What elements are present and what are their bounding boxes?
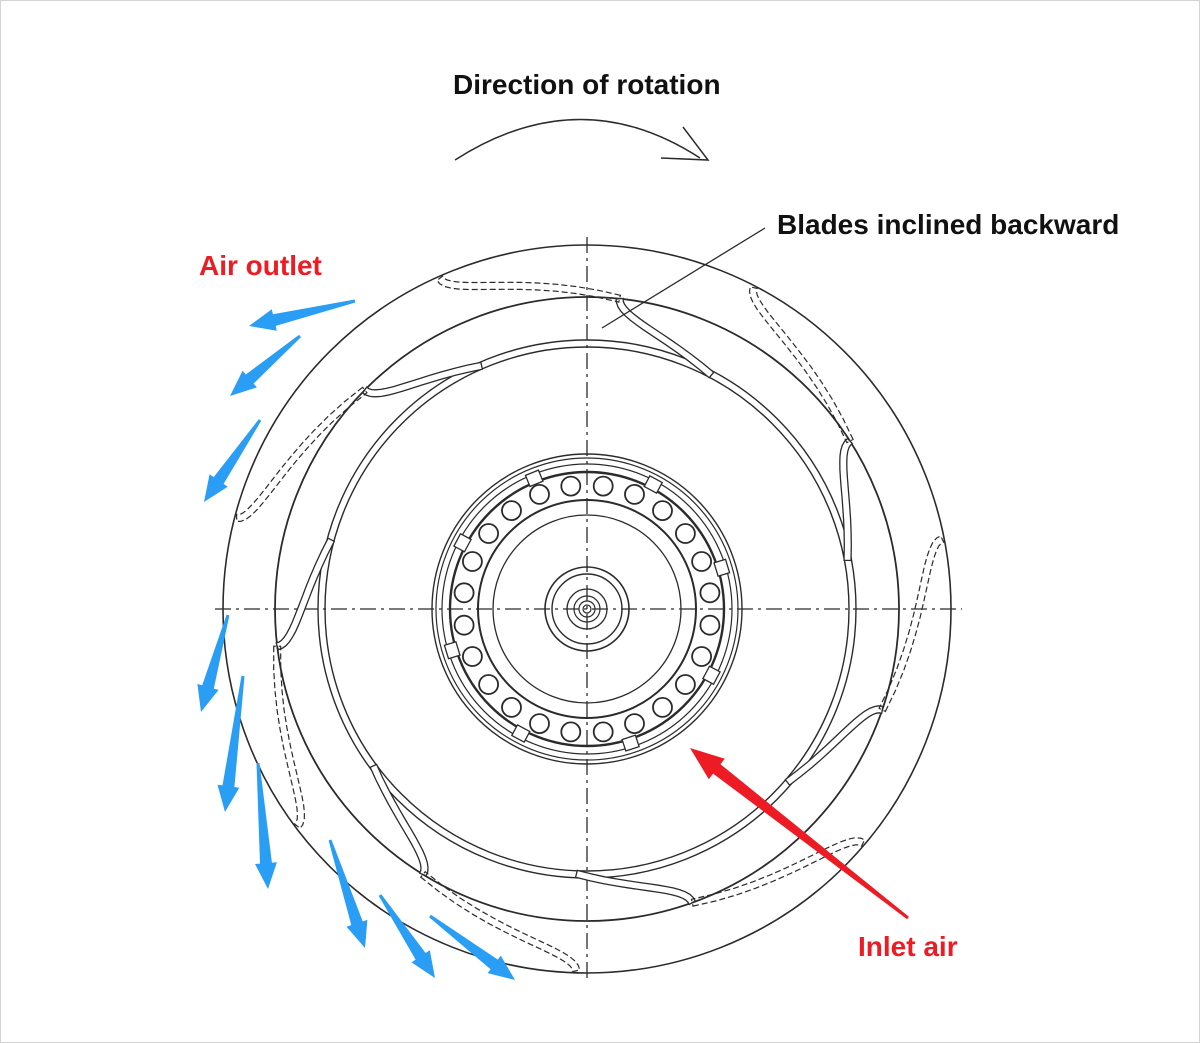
shaft-ring [578, 600, 596, 618]
hub-clip [453, 532, 472, 553]
blade-hidden [436, 275, 622, 303]
hub-clip [713, 558, 731, 578]
bearing-ball [560, 721, 582, 743]
bearing-ball [624, 483, 645, 505]
blade-solid [275, 537, 336, 651]
hub-clip [524, 469, 544, 488]
bearing-ball [699, 614, 721, 636]
shaft-ring [566, 588, 608, 630]
bearing-outer-race [448, 470, 726, 748]
hub-ring [435, 457, 739, 761]
inlet-air-arrow [690, 748, 909, 920]
blade-hidden [419, 870, 581, 973]
hub-ring [441, 463, 733, 755]
hub-clip [510, 724, 531, 743]
bearing-ball [675, 674, 696, 695]
blade-solid [784, 705, 884, 787]
bearing-ball [592, 475, 614, 497]
bearing-ball [453, 614, 475, 636]
outlet-arrow [429, 914, 515, 980]
outlet-arrow [328, 839, 368, 948]
bearing-inner-race [477, 499, 697, 719]
blade-hidden [273, 645, 306, 830]
bearing-ball [453, 582, 475, 604]
blade-solid [369, 763, 429, 877]
inlet-air-label: Inlet air [858, 931, 958, 962]
blade-solid [839, 437, 854, 562]
shaft-ring [551, 573, 623, 645]
blade-hidden [690, 837, 866, 907]
impeller-blades [235, 275, 945, 973]
blade-leader [601, 227, 766, 329]
bearing-ball [529, 713, 550, 734]
hub-clip [443, 640, 461, 660]
bearing-ball [652, 500, 673, 522]
shaft-ring [544, 566, 630, 652]
bearing-ball [699, 582, 721, 604]
bearing-ball [529, 483, 550, 505]
hub-clip [643, 475, 664, 494]
blade-solid [361, 361, 484, 398]
impeller-hub [431, 453, 743, 765]
hub-ring [431, 453, 743, 765]
hub-clip [702, 665, 721, 686]
bearing-ball [461, 551, 483, 572]
outlet-arrow [217, 675, 245, 812]
bearing-ball [501, 500, 522, 522]
blade-leader-line [601, 227, 766, 329]
air-outlet-label: Air outlet [199, 250, 322, 281]
outlet-arrow [230, 334, 301, 396]
bearing-ball [675, 523, 696, 544]
bearing-ball [501, 697, 522, 718]
bearing-ball [461, 646, 483, 667]
rotation-arc [454, 118, 701, 161]
blade-hidden [748, 286, 854, 444]
blades-inclined-backward-label: Blades inclined backward [777, 209, 1120, 240]
blade-inner-ring-2 [324, 346, 850, 872]
bearing-ball [652, 697, 673, 718]
bearing-ball [592, 721, 614, 743]
shaft-ring [582, 604, 592, 614]
shaft-ring [573, 595, 601, 623]
outlet-arrow [197, 614, 230, 712]
bearing-ball [560, 475, 582, 497]
shaft-ring [492, 514, 682, 704]
outer-shroud-ring [222, 244, 952, 974]
outlet-arrow [249, 299, 356, 331]
bearing-ball [478, 674, 500, 695]
air-outlet-arrows [197, 299, 515, 980]
rotation-arrowhead [660, 126, 710, 161]
outlet-arrow [204, 419, 262, 502]
hub-clip [621, 734, 640, 752]
rotation-direction-arrow [454, 118, 710, 161]
bearing-ball [691, 551, 712, 572]
outer-ring [274, 296, 900, 922]
outlet-arrow [378, 894, 435, 978]
bearing-ball [478, 523, 500, 544]
bearing-ball [691, 646, 712, 667]
inlet-arrow-shape [690, 748, 909, 920]
outlet-arrow [255, 762, 277, 889]
blade-hidden [878, 535, 945, 713]
bearing-ball [624, 713, 645, 734]
direction-of-rotation-label: Direction of rotation [453, 69, 721, 100]
center-lines [215, 237, 962, 980]
blade-solid [615, 297, 715, 379]
blade-hidden [235, 386, 368, 523]
blade-solid [574, 869, 697, 906]
